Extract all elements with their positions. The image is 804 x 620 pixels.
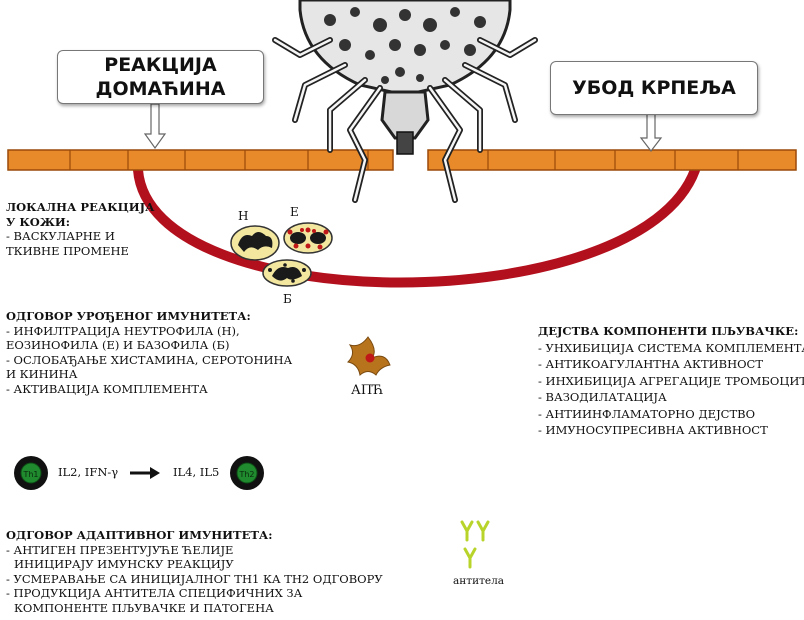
tick-illustration bbox=[272, 0, 538, 203]
neutrophil-cell bbox=[230, 225, 280, 261]
adaptive-line: ИНИЦИРАЈУ ИМУНСКУ РЕАКЦИЈУ bbox=[14, 557, 234, 571]
antibody-icons bbox=[460, 520, 490, 569]
innate-line: И КИНИНА bbox=[6, 367, 78, 381]
th2-cell: Th2 bbox=[230, 456, 264, 490]
saliva-line: - ИМУНОСУПРЕСИВНА АКТИВНОСТ bbox=[538, 423, 768, 437]
innate-line: - ОСЛОБАЂАЊЕ ХИСТАМИНА, СЕРОТОНИНА bbox=[6, 352, 293, 367]
saliva-line: - ВАЗОДИЛАТАЦИЈА bbox=[538, 390, 667, 404]
saliva-line: - АНТИИНФЛАМАТОРНО ДЕЈСТВО bbox=[538, 406, 756, 421]
apc-cell bbox=[346, 336, 391, 376]
adaptive-line: - УСМЕРАВАЊЕ СА ИНИЦИЈАЛНОГ ТН1 КА ТН2 О… bbox=[6, 571, 383, 586]
skin-layer-left bbox=[7, 149, 394, 171]
host-reaction-line2: ДОМАЋИНА bbox=[95, 78, 226, 100]
adaptive-heading: ОДГОВОР АДАПТИВНОГ ИМУНИТЕТА: bbox=[6, 528, 273, 542]
innate-line: - АКТИВАЦИЈА КОМПЛЕМЕНТА bbox=[6, 381, 208, 396]
antibodies-label: антитела bbox=[453, 575, 505, 587]
local-reaction-text: ЛОКАЛНА РЕАКЦИЈА У КОЖИ: - ВАСКУЛАРНЕ И … bbox=[6, 200, 154, 258]
blood-vessel bbox=[133, 165, 700, 288]
innate-immunity-text: ОДГОВОР УРОЂЕНОГ ИМУНИТЕТА: - ИНФИЛТРАЦИ… bbox=[6, 309, 292, 396]
tick-bite-label: УБОД КРПЕЉА bbox=[572, 77, 736, 99]
apc-label: АПЋ bbox=[351, 383, 384, 398]
adaptive-line: - АНТИГЕН ПРЕЗЕНТУЈУЋЕ ЋЕЛИЈЕ bbox=[6, 542, 234, 557]
local-reaction-line2: ТКИВНЕ ПРОМЕНЕ bbox=[6, 243, 129, 258]
innate-heading: ОДГОВОР УРОЂЕНОГ ИМУНИТЕТА: bbox=[6, 309, 251, 323]
eosinophil-cell bbox=[283, 222, 333, 254]
saliva-heading: ДЕЈСТВА КОМПОНЕНТИ ПЉУВАЧКЕ: bbox=[538, 324, 799, 338]
adaptive-line: - ПРОДУКЦИЈА АНТИТЕЛА СПЕЦИФИЧНИХ ЗА bbox=[6, 586, 303, 600]
basophil-label: Б bbox=[283, 292, 292, 306]
innate-line: - ИНФИЛТРАЦИЈА НЕУТРОФИЛА (Н), bbox=[6, 323, 240, 338]
th1-cell: Th1 bbox=[14, 456, 48, 490]
host-reaction-line1: РЕАКЦИЈА bbox=[104, 54, 217, 76]
eosinophil-label: Е bbox=[290, 205, 299, 219]
adaptive-immunity-text: ОДГОВОР АДАПТИВНОГ ИМУНИТЕТА: - АНТИГЕН … bbox=[6, 528, 383, 615]
saliva-line: - ИНХИБИЦИЈА АГРЕГАЦИЈЕ ТРОМБОЦИТА bbox=[538, 373, 804, 388]
innate-line: ЕОЗИНОФИЛА (Е) И БАЗОФИЛА (Б) bbox=[6, 338, 230, 352]
th2-cytokines: IL4, IL5 bbox=[173, 465, 220, 479]
tick-bite-box: УБОД КРПЕЉА bbox=[550, 61, 758, 115]
neutrophil-label: Н bbox=[238, 209, 249, 223]
host-box-arrow bbox=[143, 103, 167, 150]
local-reaction-heading1: ЛОКАЛНА РЕАКЦИЈА bbox=[6, 200, 155, 214]
th1-cytokines: IL2, IFN-γ bbox=[58, 465, 119, 479]
th2-cell-label: Th2 bbox=[238, 470, 254, 479]
tick-box-arrow bbox=[639, 113, 663, 152]
th1-cell-label: Th1 bbox=[22, 470, 38, 479]
skin-layer-right bbox=[427, 149, 797, 171]
adaptive-line: КОМПОНЕНТЕ ПЉУВАЧКЕ И ПАТОГЕНА bbox=[14, 600, 274, 615]
saliva-line: - УНХИБИЦИЈА СИСТЕМА КОМПЛЕМЕНТА bbox=[538, 340, 804, 355]
local-reaction-heading2: У КОЖИ: bbox=[6, 214, 71, 229]
saliva-effects-text: ДЕЈСТВА КОМПОНЕНТИ ПЉУВАЧКЕ: - УНХИБИЦИЈ… bbox=[538, 323, 804, 439]
local-reaction-line1: - ВАСКУЛАРНЕ И bbox=[6, 229, 115, 243]
saliva-line: - АНТИКОАГУЛАНТНА АКТИВНОСТ bbox=[538, 357, 764, 371]
host-reaction-box: РЕАКЦИЈА ДОМАЋИНА bbox=[57, 50, 264, 104]
basophil-cell bbox=[262, 259, 312, 287]
th-shift-arrow bbox=[130, 467, 160, 479]
